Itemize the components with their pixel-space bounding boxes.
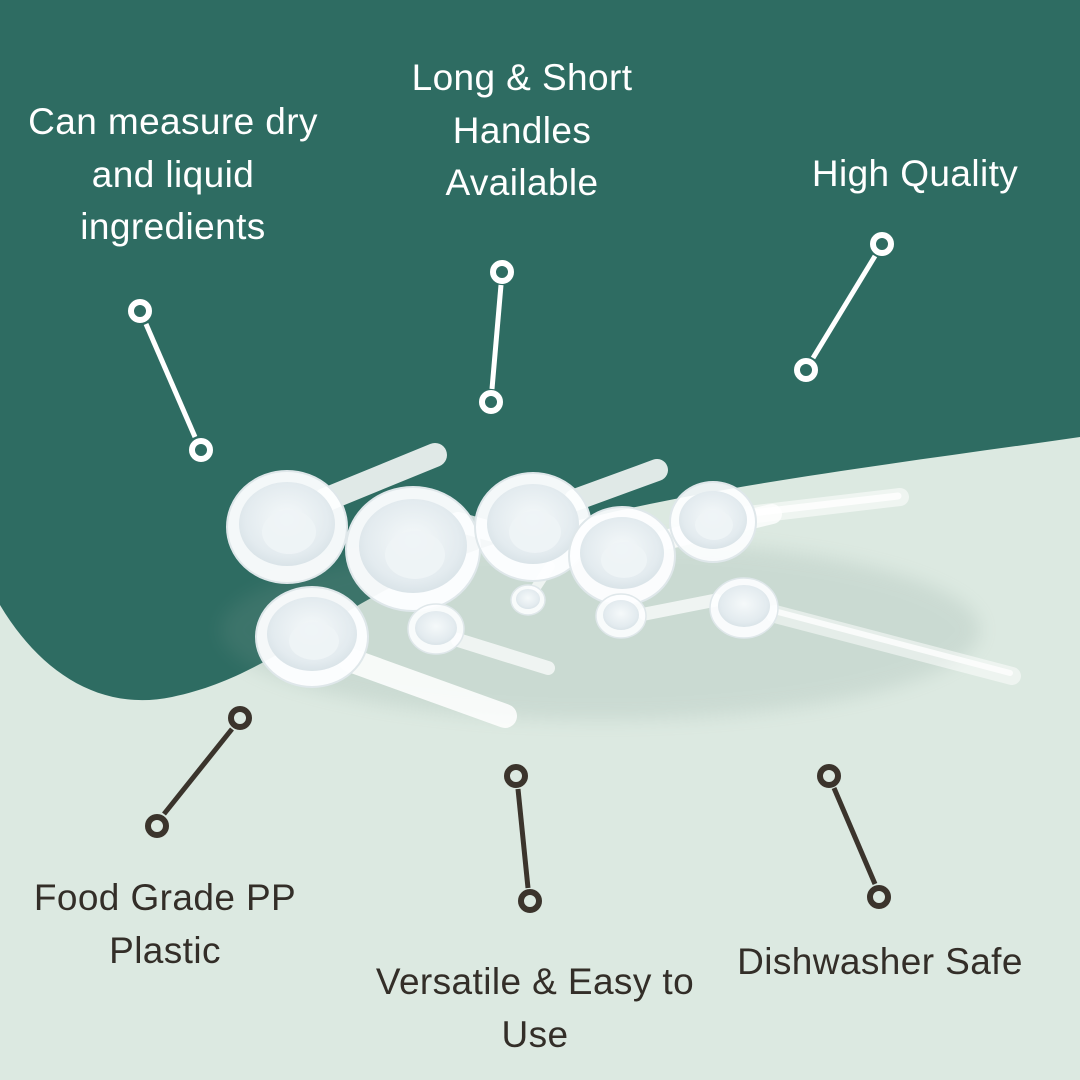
scoop-cup [474, 472, 592, 582]
callout-dot [794, 358, 818, 382]
callout-line-bottom-right [817, 764, 891, 909]
callout-line-top-center [479, 260, 514, 414]
label-versatile-easy: Versatile & Easy to Use [375, 961, 695, 1055]
label-food-grade-plastic: Food Grade PP Plastic [33, 877, 297, 971]
scoop-cup [255, 586, 369, 688]
scoop-cup [669, 481, 757, 563]
measuring-spoon [595, 593, 647, 639]
label-handles-available: Long & Short Handles Available [411, 57, 633, 204]
scoop-cups [226, 470, 779, 688]
callout-line-bottom-center [504, 764, 542, 913]
callout-dot [518, 889, 542, 913]
callout-dot [490, 260, 514, 284]
scoop-cup [226, 470, 348, 584]
callout-dot [504, 764, 528, 788]
callout-dot [817, 764, 841, 788]
callout-dot [479, 390, 503, 414]
label-high-quality: High Quality [811, 153, 1019, 194]
callout-line-top-left [128, 299, 213, 462]
callout-dot [870, 232, 894, 256]
callout-dot [189, 438, 213, 462]
scoop-cup [568, 506, 676, 606]
measuring-spoon [510, 584, 546, 616]
measuring-spoon [407, 603, 465, 655]
scoop-cup [345, 486, 481, 612]
callout-line-top-right [794, 232, 894, 382]
measuring-spoon [709, 577, 779, 639]
callout-line-bottom-left [145, 706, 252, 838]
callout-dot [867, 885, 891, 909]
callout-dot [145, 814, 169, 838]
label-dishwasher-safe: Dishwasher Safe [737, 941, 1023, 982]
callout-dot [128, 299, 152, 323]
label-measure-dry-liquid: Can measure dry and liquid ingredients [28, 101, 318, 248]
callout-dot [228, 706, 252, 730]
